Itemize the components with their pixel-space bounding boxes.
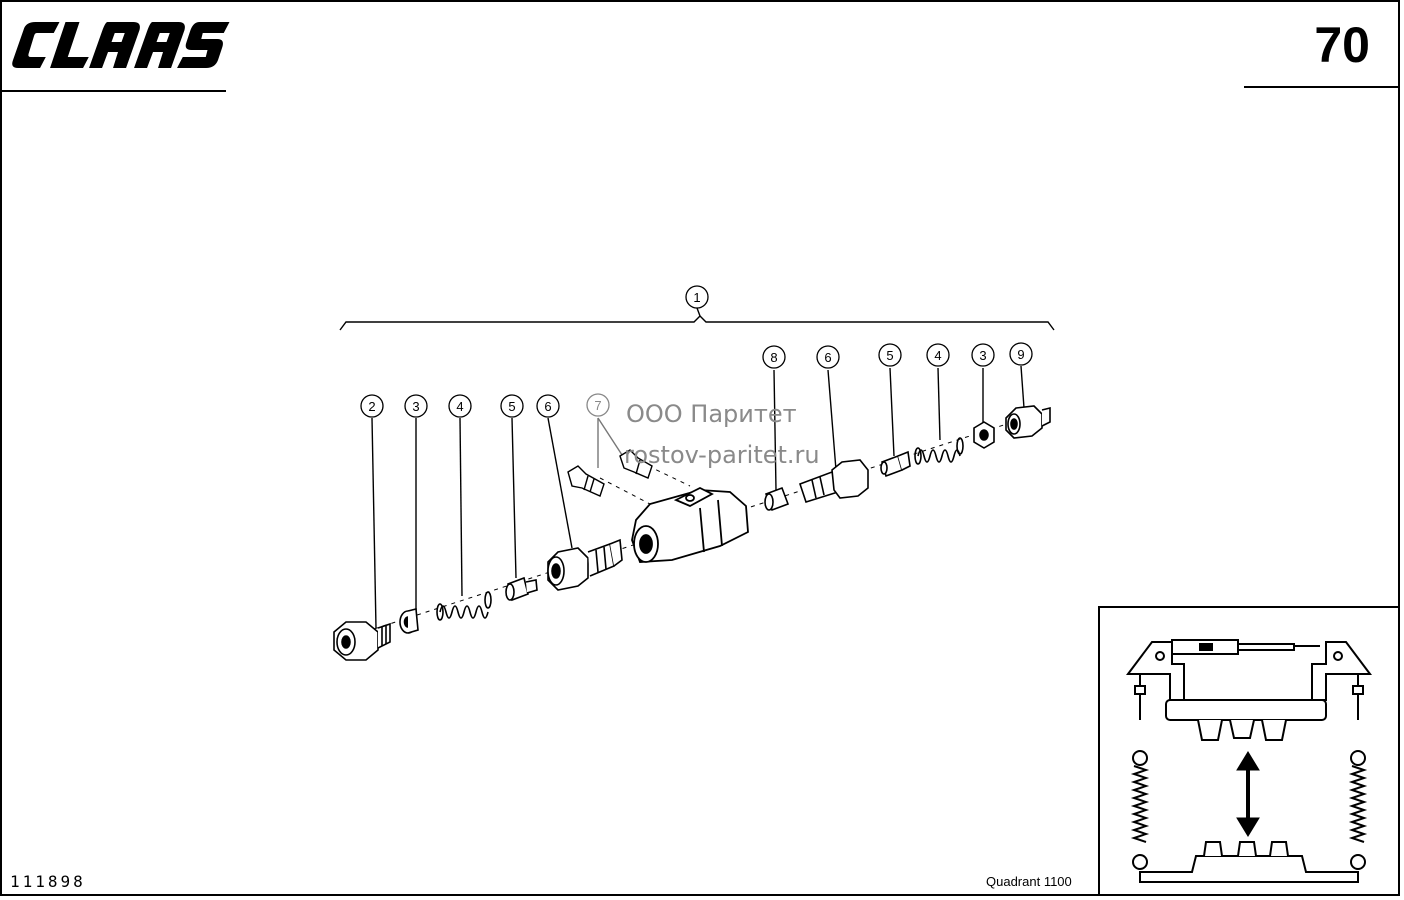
callout-5-left: 5: [508, 399, 515, 414]
callout-3-left: 3: [412, 399, 419, 414]
valve-body: [631, 486, 749, 563]
drawing-number: 111898: [10, 872, 86, 891]
part-5-piston-right: [880, 450, 911, 478]
watermark-url: rostov-paritet.ru: [624, 441, 820, 469]
callout-3-right: 3: [979, 348, 986, 363]
callout-2: 2: [368, 399, 375, 414]
part-9-hex-plug: [1005, 405, 1051, 439]
part-4-spring-right: [914, 437, 964, 465]
callout-4-left: 4: [456, 399, 463, 414]
page-number: 70: [1314, 17, 1370, 73]
part-3-washer-right: [973, 421, 995, 449]
part-8-sleeve: [764, 486, 790, 512]
part-6-fitting-right: [798, 459, 869, 503]
inset-drawing: [1126, 639, 1372, 883]
callout-6-left: 6: [544, 399, 551, 414]
callout-6-right: 6: [824, 350, 831, 365]
part-3-washer-left: [399, 607, 419, 634]
callout-9: 9: [1017, 347, 1024, 362]
callout-8: 8: [770, 350, 777, 365]
header-rule-right: [1244, 86, 1400, 88]
watermark-company: ООО Паритет: [626, 400, 797, 428]
callout-4-right: 4: [934, 348, 941, 363]
part-6-fitting-left: [547, 538, 623, 591]
part-4-spring-left: [436, 591, 492, 621]
part-2-hex-plug: [333, 621, 391, 661]
part-7-nipples: [567, 449, 653, 497]
callout-7: 7: [594, 398, 601, 413]
callout-1: 1: [693, 290, 700, 305]
model-name: Quadrant 1100: [986, 874, 1072, 889]
callout-5-right: 5: [886, 348, 893, 363]
part-5-piston-left: [505, 576, 538, 602]
claas-logo: [12, 22, 230, 68]
assembly-brace: [339, 315, 1055, 331]
header-rule-left: [0, 90, 226, 92]
inset-mechanism-diagram: [1098, 606, 1400, 896]
